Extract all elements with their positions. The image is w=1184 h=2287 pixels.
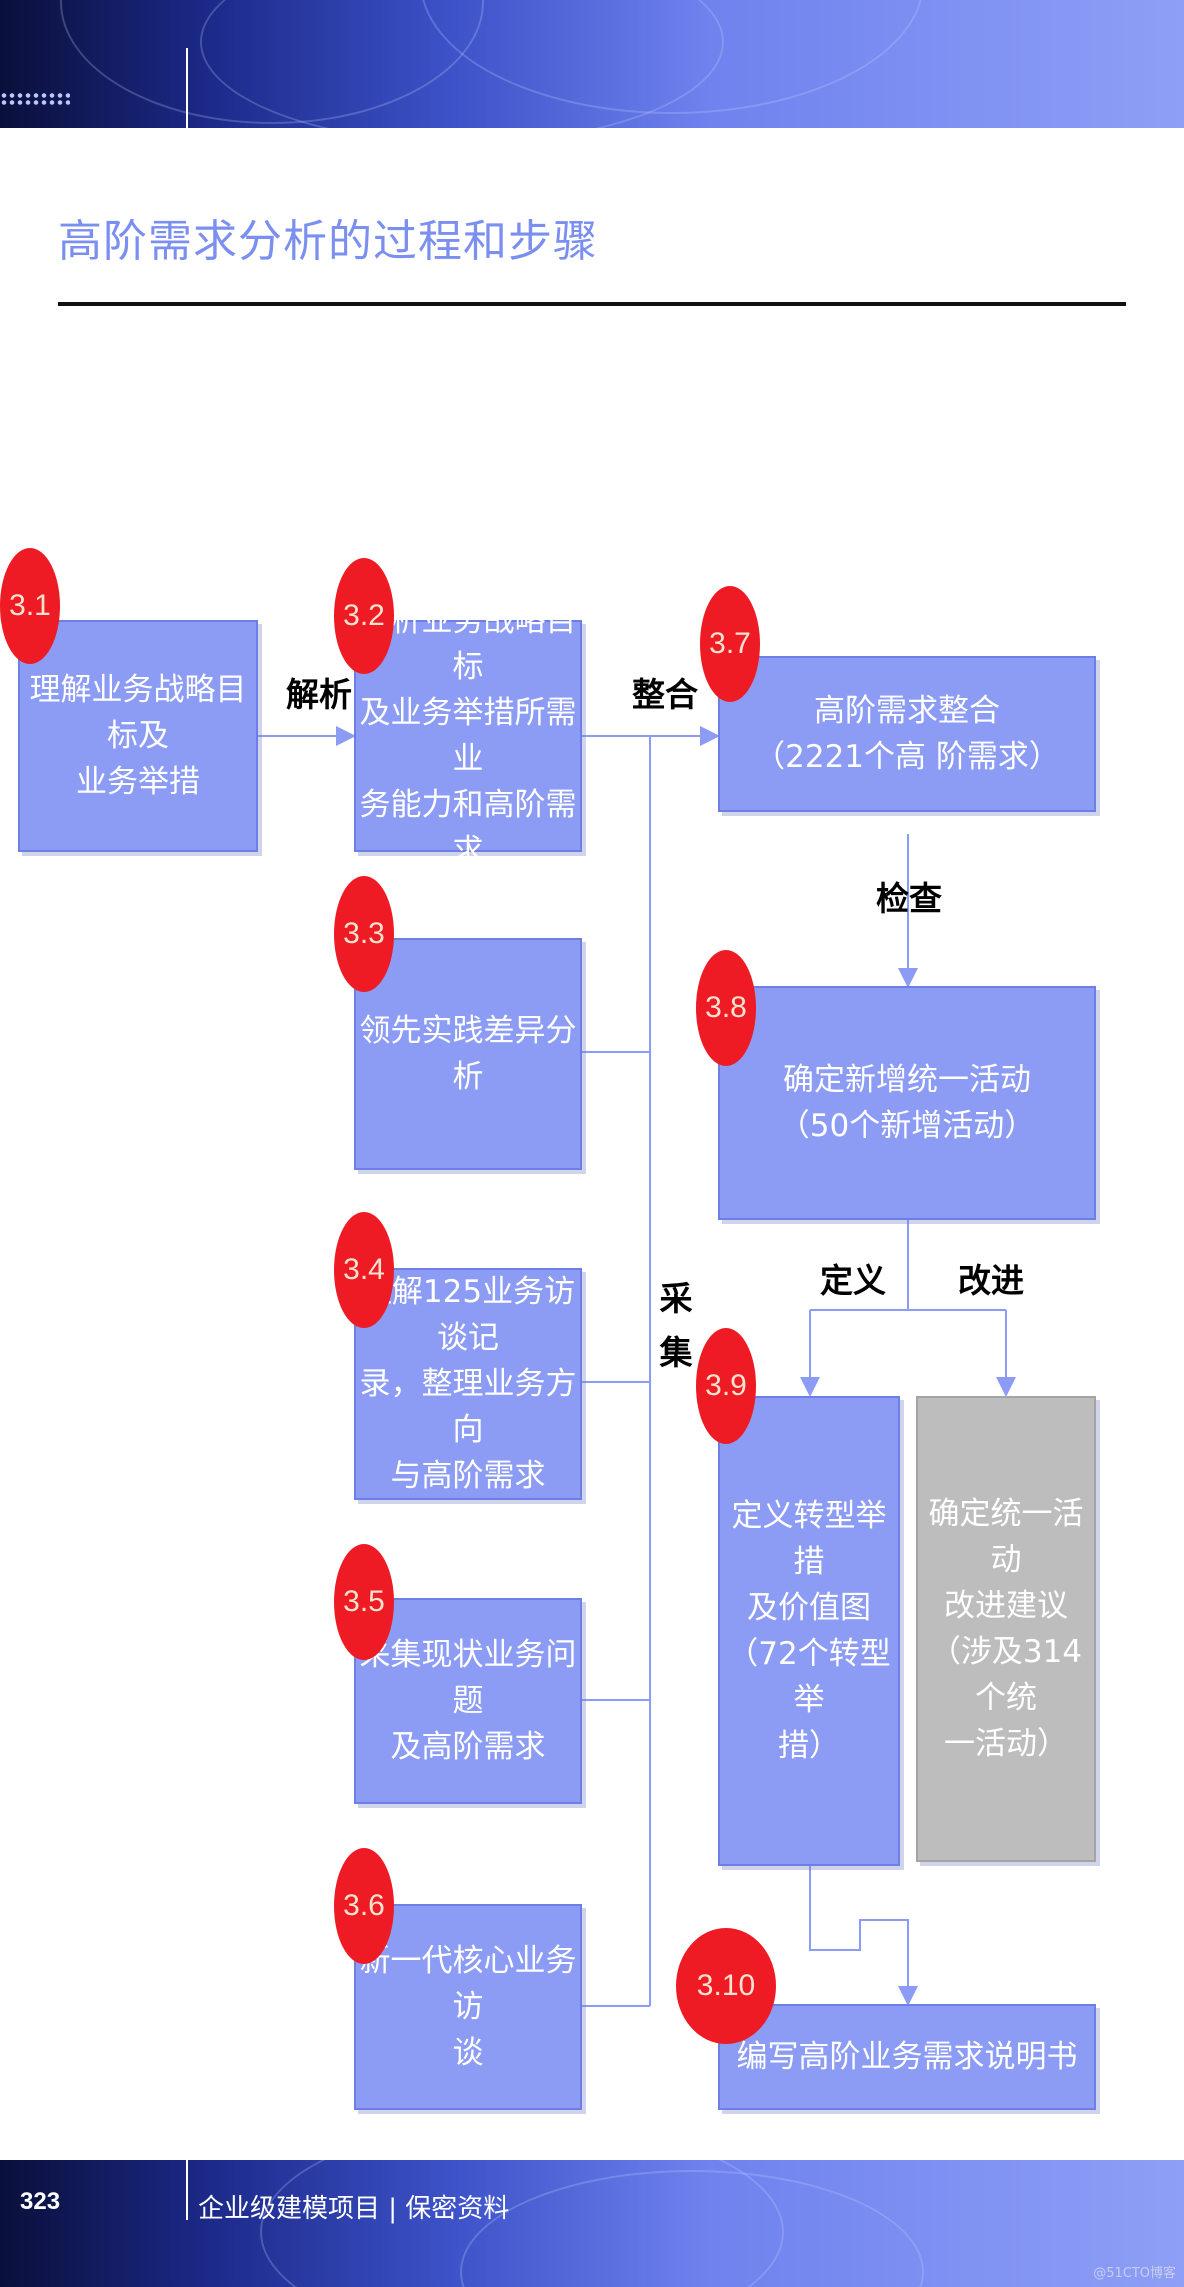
step-3-7-box: 高阶需求整合 （2221个高 阶需求）: [718, 656, 1096, 812]
label-integrate: 整合: [632, 675, 698, 714]
step-3-6-box: 新一代核心业务访 谈: [354, 1904, 582, 2110]
footer-caption: 企业级建模项目 | 保密资料: [198, 2194, 510, 2224]
watermark: @51CTO博客: [1093, 2266, 1176, 2281]
step-3-9-line-2: 及价值图: [747, 1590, 871, 1626]
step-3-9-badge: 3.9: [696, 1328, 756, 1444]
bottom-banner: [0, 2160, 1184, 2287]
step-3-3-line-1: 领先实践差异分析: [359, 1013, 577, 1095]
step-3-6-line-1: 新一代核心业务访: [359, 1943, 577, 2025]
improve-line-3: （涉及314个统: [929, 1634, 1083, 1716]
step-3-4-line-1: 理解125业务访谈记: [360, 1274, 576, 1356]
step-3-6-badge: 3.6: [334, 1848, 394, 1964]
top-banner: [0, 0, 1184, 128]
step-3-5-line-2: 及高阶需求: [390, 1729, 546, 1765]
step-3-7-line-1: 高阶需求整合: [814, 693, 1000, 729]
step-3-1-box: 理解业务战略目标及 业务举措: [18, 620, 258, 852]
step-3-7-line-2: （2221个高 阶需求）: [754, 739, 1060, 775]
title-divider: [58, 302, 1126, 306]
step-3-8-line-1: 确定新增统一活动: [783, 1062, 1031, 1098]
improve-line-2: 改进建议: [944, 1588, 1068, 1624]
step-3-4-line-3: 与高阶需求: [390, 1458, 546, 1494]
page-number: 323: [20, 2188, 61, 2215]
step-3-2-badge: 3.2: [334, 558, 394, 674]
label-improve: 改进: [958, 1261, 1024, 1300]
step-3-10-badge: 3.10: [676, 1928, 776, 2044]
step-3-9-box: 定义转型举措 及价值图 （72个转型举 措）: [718, 1396, 900, 1866]
step-3-5-box: 采集现状业务问题 及高阶需求: [354, 1598, 582, 1804]
label-check: 检查: [876, 879, 942, 918]
step-3-7-badge: 3.7: [700, 586, 760, 702]
label-parse: 解析: [286, 675, 352, 714]
improve-line-4: 一活动）: [944, 1726, 1068, 1762]
step-3-4-box: 理解125业务访谈记 录，整理业务方向 与高阶需求: [354, 1268, 582, 1500]
dot-pattern: [0, 92, 70, 106]
step-3-3-badge: 3.3: [334, 876, 394, 992]
step-3-8-badge: 3.8: [696, 950, 756, 1066]
step-3-8-box: 确定新增统一活动 （50个新增活动）: [718, 986, 1096, 1220]
step-3-9-line-1: 定义转型举措: [731, 1498, 887, 1580]
step-3-2-line-1: 解析业务战略目标: [359, 603, 577, 685]
step-3-10-line-1: 编写高阶业务需求说明书: [736, 2039, 1078, 2075]
improve-line-1: 确定统一活动: [928, 1496, 1084, 1578]
step-3-6-line-2: 谈: [452, 2035, 484, 2071]
step-3-2-line-3: 务能力和高阶需求: [359, 787, 577, 869]
step-3-3-box: 领先实践差异分析: [354, 938, 582, 1170]
label-define: 定义: [820, 1261, 886, 1300]
step-3-4-line-2: 录，整理业务方向: [359, 1366, 577, 1448]
step-3-8-line-2: （50个新增活动）: [778, 1108, 1036, 1144]
step-3-5-line-1: 采集现状业务问题: [359, 1637, 577, 1719]
step-3-10-box: 编写高阶业务需求说明书: [718, 2004, 1096, 2110]
step-3-2-box: 解析业务战略目标 及业务举措所需业 务能力和高阶需求: [354, 603, 582, 869]
label-collect-char-1: 采: [659, 1279, 693, 1318]
step-3-5-badge: 3.5: [334, 1544, 394, 1660]
step-3-9-line-3: （72个转型举: [727, 1636, 891, 1718]
page-title: 高阶需求分析的过程和步骤: [58, 216, 598, 267]
step-3-2-line-2: 及业务举措所需业: [359, 695, 577, 777]
step-3-4-badge: 3.4: [334, 1212, 394, 1328]
step-3-1-line-2: 业务举措: [76, 764, 200, 800]
improve-suggestion-box: 确定统一活动 改进建议 （涉及314个统 一活动）: [916, 1396, 1096, 1862]
step-3-1-badge: 3.1: [0, 548, 60, 664]
arrow-39-310: [809, 1866, 918, 2006]
step-3-1-line-1: 理解业务战略目标及: [29, 672, 247, 754]
step-3-9-line-4: 措）: [778, 1728, 840, 1764]
label-collect: 采 集: [656, 1272, 696, 1380]
label-collect-char-2: 集: [659, 1333, 693, 1372]
